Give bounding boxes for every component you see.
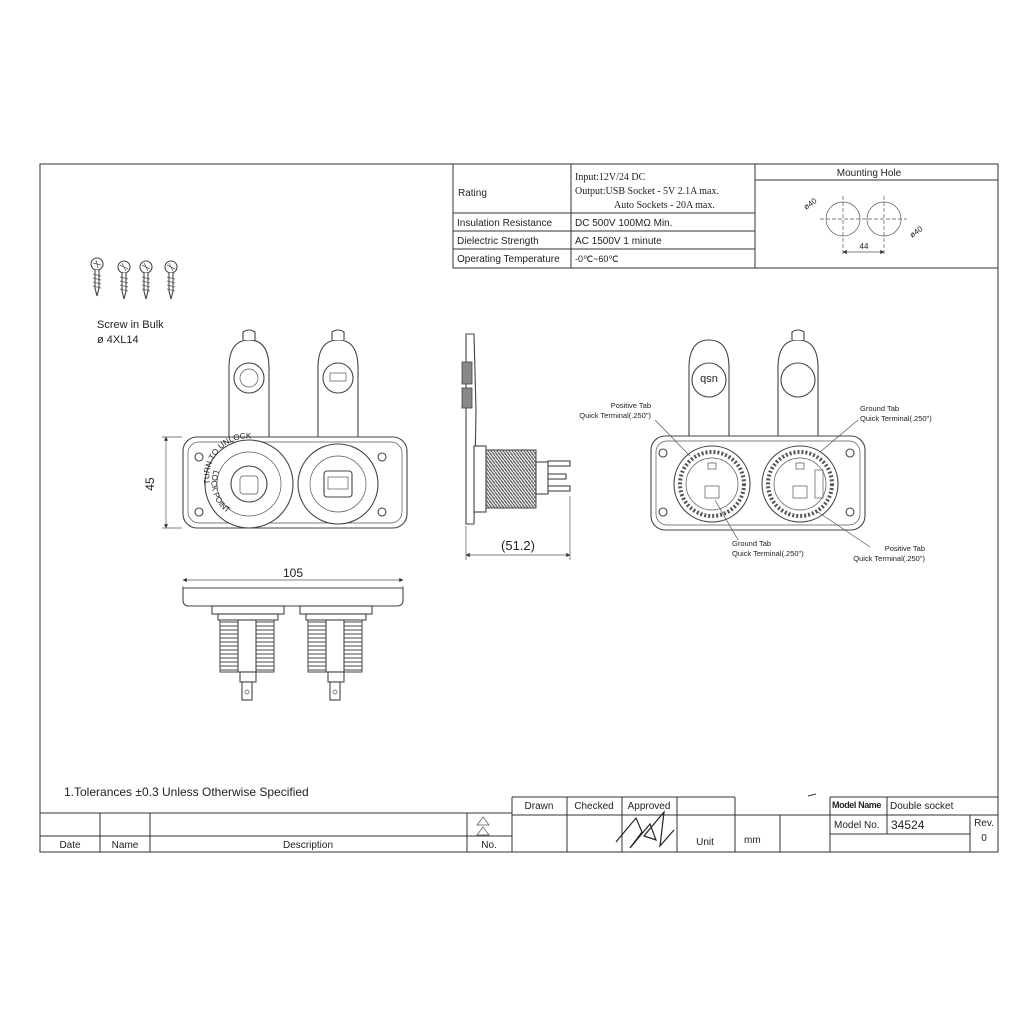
ground-tab-right-title: Ground Tab — [860, 404, 899, 413]
temperature-value: -0℃~60℃ — [575, 254, 618, 264]
mounting-dia-left: ø40 — [802, 196, 819, 212]
rating-label: Rating — [458, 188, 487, 199]
pos-tab-bottom-sub: Quick Terminal(.250") — [853, 554, 925, 563]
dim-height: 45 — [143, 477, 157, 491]
usb-cap-text: usb — [700, 373, 718, 385]
dielectric-label: Dielectric Strength — [457, 236, 539, 247]
tb-checked: Checked — [574, 801, 613, 812]
tolerance-note: 1.Tolerances ±0.3 Unless Otherwise Speci… — [64, 785, 309, 799]
approval-signature — [615, 810, 675, 849]
tb-model-no-label: Model No. — [834, 820, 880, 831]
ground-tab-bottom-sub: Quick Terminal(.250") — [732, 549, 804, 558]
dim-depth: (51.2) — [501, 538, 535, 553]
front-view: TURN TO UNLOCK LOCK POINT 45 — [143, 329, 408, 529]
tb-unit-value: mm — [744, 835, 761, 846]
dim-width: 105 — [283, 566, 303, 580]
side-view: (51.2) — [461, 333, 571, 560]
spec-table: Rating Input:12V/24 DC Output:USB Socket… — [452, 163, 756, 269]
tb-drawn: Drawn — [525, 801, 554, 812]
tb-model-no-value: 34524 — [891, 818, 925, 832]
dielectric-value: AC 1500V 1 minute — [575, 236, 662, 247]
tb-unit-label: Unit — [696, 837, 714, 848]
tb-description: Description — [283, 840, 333, 851]
tb-model-name-label: Model Name — [832, 800, 881, 810]
mounting-hole-title: Mounting Hole — [837, 168, 902, 179]
pos-tab-left-sub: Quick Terminal(.250") — [579, 411, 651, 420]
title-block — [40, 793, 998, 852]
mounting-hole-box: Mounting Hole ø40 ø40 44 — [754, 163, 999, 269]
rating-input: Input:12V/24 DC — [575, 172, 646, 183]
tb-approved: Approved — [628, 801, 671, 812]
mounting-dia-right: ø40 — [908, 224, 925, 240]
rating-auto-output: Auto Sockets - 20A max. — [614, 200, 715, 211]
pos-tab-bottom-title: Positive Tab — [885, 544, 925, 553]
tb-name: Name — [112, 840, 139, 851]
insulation-label: Insulation Resistance — [457, 218, 552, 229]
screw-label: Screw in Bulk — [97, 319, 164, 331]
screw-size: ø 4XL14 — [97, 334, 139, 346]
tb-rev-value: 0 — [981, 833, 987, 844]
insulation-value: DC 500V 100MΩ Min. — [575, 218, 673, 229]
rating-usb-output: Output:USB Socket - 5V 2.1A max. — [575, 186, 719, 197]
tb-rev-label: Rev. — [974, 818, 994, 829]
temperature-label: Operating Temperature — [457, 254, 560, 265]
mounting-hole-left — [825, 201, 861, 237]
screws-illustration — [90, 257, 178, 300]
ground-tab-bottom-title: Ground Tab — [732, 539, 771, 548]
rear-view: usb — [650, 329, 871, 548]
pos-tab-left-title: Positive Tab — [611, 401, 651, 410]
tb-model-name-value: Double socket — [890, 801, 954, 812]
tb-no: No. — [481, 840, 497, 851]
tb-date: Date — [59, 840, 81, 851]
ground-tab-right-sub: Quick Terminal(.250") — [860, 414, 932, 423]
mounting-spacing: 44 — [860, 242, 869, 251]
bottom-view: 105 — [182, 566, 404, 701]
